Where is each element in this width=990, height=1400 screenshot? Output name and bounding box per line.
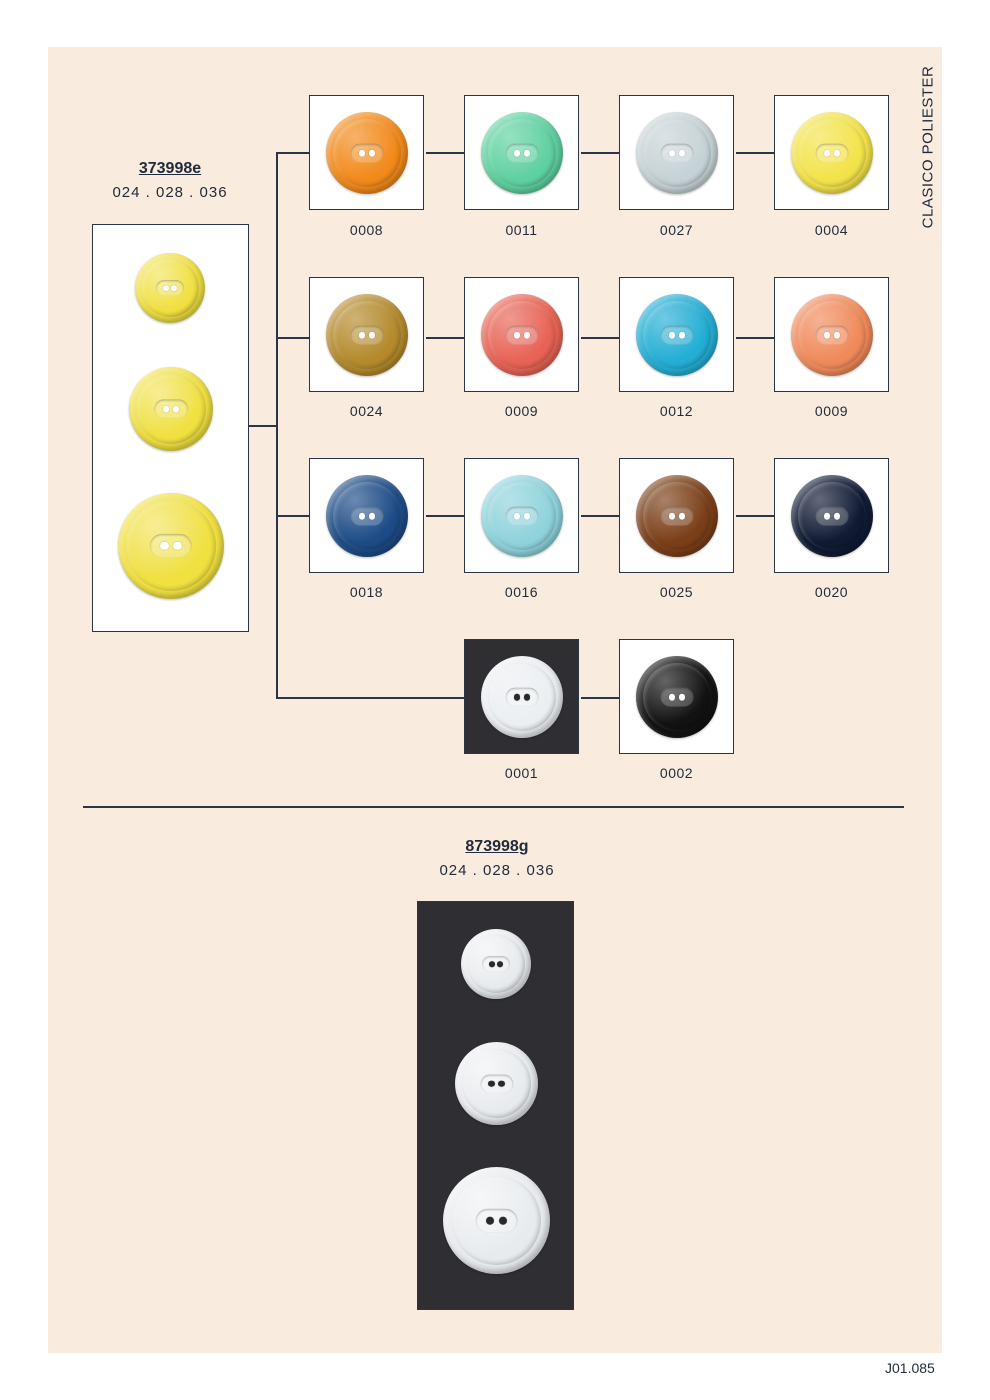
section2-code: 873998g (465, 838, 529, 855)
color-button (636, 475, 718, 557)
color-button (326, 294, 408, 376)
swatch-box (619, 277, 734, 392)
swatch-box (464, 95, 579, 210)
swatch-box (309, 458, 424, 573)
swatch-code: 0009 (504, 403, 539, 419)
size-024-button (461, 929, 531, 999)
link-r3a (426, 515, 464, 517)
swatch-code: 0016 (504, 584, 539, 600)
connector-row1 (276, 152, 309, 154)
size-028-button (129, 367, 213, 451)
size-024-button (135, 253, 205, 323)
swatch-code: 0004 (814, 222, 849, 238)
swatch-box (309, 95, 424, 210)
link-r2c (736, 337, 774, 339)
link-r2b (581, 337, 619, 339)
swatch-box (774, 458, 889, 573)
link-r1b (581, 152, 619, 154)
color-button (326, 112, 408, 194)
connector-row3 (276, 515, 309, 517)
color-button (481, 294, 563, 376)
color-button (481, 656, 563, 738)
swatch-code: 0020 (814, 584, 849, 600)
size-036-button (443, 1167, 550, 1274)
swatch-code: 0027 (659, 222, 694, 238)
size-028-button (455, 1042, 538, 1125)
connector-row2 (276, 337, 309, 339)
swatch-code: 0011 (505, 222, 538, 238)
color-button (481, 475, 563, 557)
swatch-box (464, 458, 579, 573)
color-button (636, 294, 718, 376)
swatch-box (309, 277, 424, 392)
swatch-code: 0009 (814, 403, 849, 419)
color-button (791, 475, 873, 557)
link-r1a (426, 152, 464, 154)
collection-title: CLASICO POLIESTER (919, 65, 937, 229)
swatch-code: 0025 (659, 584, 694, 600)
swatch-code: 0002 (659, 765, 694, 781)
link-r3c (736, 515, 774, 517)
swatch-box (464, 277, 579, 392)
connector-row4 (276, 697, 464, 699)
color-button (791, 294, 873, 376)
swatch-code: 0018 (349, 584, 384, 600)
swatch-box (464, 639, 579, 754)
section1-sizes: 024 . 028 . 036 (112, 184, 228, 201)
link-r2a (426, 337, 464, 339)
page-reference: J01.085 (885, 1360, 935, 1376)
color-button (636, 112, 718, 194)
link-r1c (736, 152, 774, 154)
connector-main (249, 425, 276, 427)
connector-trunk (276, 152, 278, 697)
color-button (326, 475, 408, 557)
swatch-code: 0008 (349, 222, 384, 238)
swatch-code: 0012 (659, 403, 694, 419)
swatch-code: 0024 (349, 403, 384, 419)
swatch-box (619, 639, 734, 754)
swatch-box (774, 277, 889, 392)
link-r3b (581, 515, 619, 517)
color-button (791, 112, 873, 194)
section-divider (83, 806, 904, 808)
link-r4a (581, 697, 619, 699)
swatch-box (619, 458, 734, 573)
color-button (481, 112, 563, 194)
swatch-box (774, 95, 889, 210)
color-button (636, 656, 718, 738)
size-036-button (118, 493, 224, 599)
section1-code: 373998e (138, 160, 202, 177)
swatch-box (619, 95, 734, 210)
section1-size-box (92, 224, 249, 632)
swatch-code: 0001 (504, 765, 539, 781)
section2-size-box (417, 901, 574, 1310)
section2-sizes: 024 . 028 . 036 (439, 862, 555, 879)
